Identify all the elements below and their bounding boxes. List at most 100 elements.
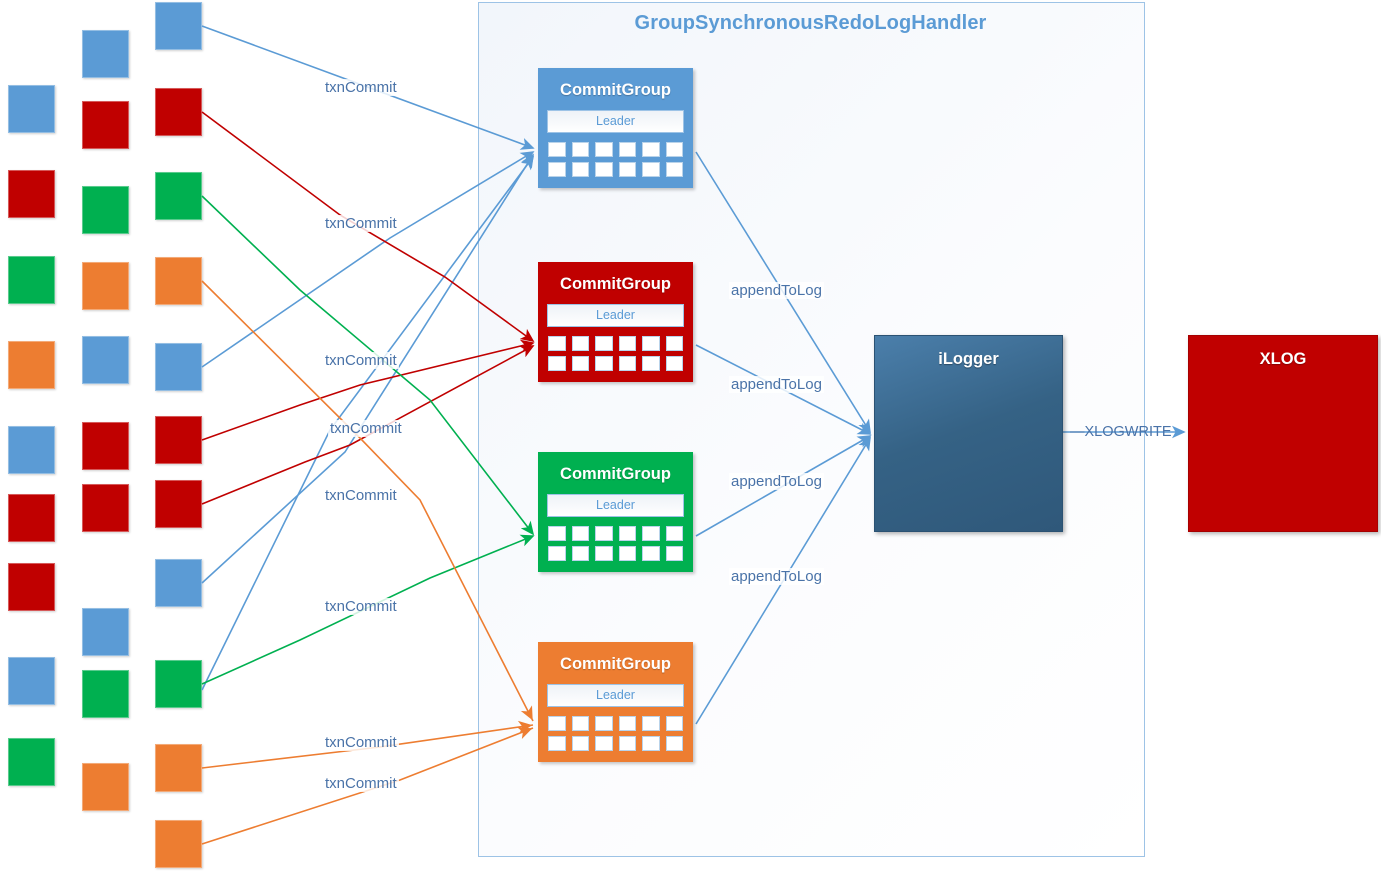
txncommit-label-1: txnCommit [323,79,399,96]
commit-group-member-cell[interactable] [595,526,613,541]
commit-group-member-cell[interactable] [618,142,636,157]
txn-box-2-5[interactable] [82,336,129,384]
commit-group-member-cell[interactable] [571,736,589,751]
commit-group-member-cell[interactable] [642,356,660,371]
txncommit-label-3: txnCommit [323,352,399,369]
xlog-node[interactable]: XLOG [1188,335,1378,532]
commit-group-member-cell[interactable] [642,736,660,751]
commit-group-member-cell[interactable] [618,356,636,371]
commit-group-member-cell[interactable] [618,336,636,351]
txn-box-1-3[interactable] [8,256,55,304]
txn-box-3-5[interactable] [155,343,202,391]
xlog-label: XLOG [1259,350,1307,368]
commit-group-member-cell[interactable] [642,716,660,731]
txn-box-3-8[interactable] [155,559,202,607]
commit-group-member-cell[interactable] [595,736,613,751]
txn-box-2-2[interactable] [82,101,129,149]
txn-box-2-10[interactable] [82,763,129,811]
commit-group-member-cell[interactable] [548,716,566,731]
commit-group-member-cell[interactable] [548,356,566,371]
txncommit-label-4: txnCommit [328,420,404,437]
commit-group-member-grid [538,327,693,382]
commit-group-member-cell[interactable] [571,716,589,731]
commit-group-member-cell[interactable] [595,336,613,351]
commit-group-member-cell[interactable] [642,526,660,541]
txn-box-2-8[interactable] [82,608,129,656]
commit-group-leader[interactable]: Leader [547,684,684,707]
appendtolog-label-4: appendToLog [729,568,824,585]
txn-box-3-11[interactable] [155,820,202,868]
txn-box-2-1[interactable] [82,30,129,78]
commit-group-leader[interactable]: Leader [547,110,684,133]
commit-group-leader[interactable]: Leader [547,494,684,517]
txn-box-2-6[interactable] [82,422,129,470]
txn-box-3-10[interactable] [155,744,202,792]
commit-group-member-cell[interactable] [665,162,683,177]
commit-group-member-cell[interactable] [642,142,660,157]
commit-group-member-cell[interactable] [665,142,683,157]
txn-box-1-9[interactable] [8,738,55,786]
txn-box-3-2[interactable] [155,88,202,136]
txncommit-label-5: txnCommit [323,487,399,504]
commit-group-member-cell[interactable] [571,162,589,177]
txn-box-3-6[interactable] [155,416,202,464]
commit-group-member-cell[interactable] [665,716,683,731]
txn-box-2-3[interactable] [82,186,129,234]
commit-group-member-cell[interactable] [571,336,589,351]
commit-group-member-cell[interactable] [595,162,613,177]
commit-group-member-cell[interactable] [595,356,613,371]
appendtolog-label-3: appendToLog [729,473,824,490]
commit-group-member-cell[interactable] [548,142,566,157]
commit-group-member-cell[interactable] [548,162,566,177]
commit-group-title: CommitGroup [560,81,671,99]
txn-box-3-4[interactable] [155,257,202,305]
txn-box-1-5[interactable] [8,426,55,474]
txn-box-1-8[interactable] [8,657,55,705]
txncommit-label-6: txnCommit [323,598,399,615]
txn-box-1-6[interactable] [8,494,55,542]
txn-box-1-2[interactable] [8,170,55,218]
commit-group-member-cell[interactable] [618,546,636,561]
ilogger-node[interactable]: iLogger [874,335,1063,532]
commit-group-member-cell[interactable] [595,142,613,157]
txn-box-3-9[interactable] [155,660,202,708]
commit-group-member-cell[interactable] [665,526,683,541]
txn-box-1-7[interactable] [8,563,55,611]
commit-group-member-cell[interactable] [642,546,660,561]
commit-group-member-cell[interactable] [665,546,683,561]
commit-group-member-cell[interactable] [642,336,660,351]
commit-group-member-cell[interactable] [595,716,613,731]
txn-box-2-4[interactable] [82,262,129,310]
txn-box-3-3[interactable] [155,172,202,220]
commit-group-member-cell[interactable] [571,356,589,371]
commit-group-member-cell[interactable] [571,142,589,157]
commit-group-member-cell[interactable] [665,736,683,751]
commit-group-leader[interactable]: Leader [547,304,684,327]
commit-group-member-cell[interactable] [618,716,636,731]
commit-group-member-cell[interactable] [595,546,613,561]
commit-group-member-cell[interactable] [618,162,636,177]
commit-group-member-cell[interactable] [548,546,566,561]
commit-group-member-grid [538,133,693,188]
commit-group-member-cell[interactable] [571,526,589,541]
commit-group-member-cell[interactable] [548,526,566,541]
txn-box-1-1[interactable] [8,85,55,133]
txn-box-2-7[interactable] [82,484,129,532]
txn-box-3-1[interactable] [155,2,202,50]
txn-box-3-7[interactable] [155,480,202,528]
commit-group-member-cell[interactable] [642,162,660,177]
commit-group-member-cell[interactable] [665,356,683,371]
commit-group-member-cell[interactable] [571,546,589,561]
txn-box-1-4[interactable] [8,341,55,389]
commit-group-member-cell[interactable] [618,526,636,541]
commit-group-member-cell[interactable] [665,336,683,351]
txn-box-2-9[interactable] [82,670,129,718]
commit-group-member-cell[interactable] [618,736,636,751]
commit-group-member-cell[interactable] [548,736,566,751]
commit-group-member-cell[interactable] [548,336,566,351]
